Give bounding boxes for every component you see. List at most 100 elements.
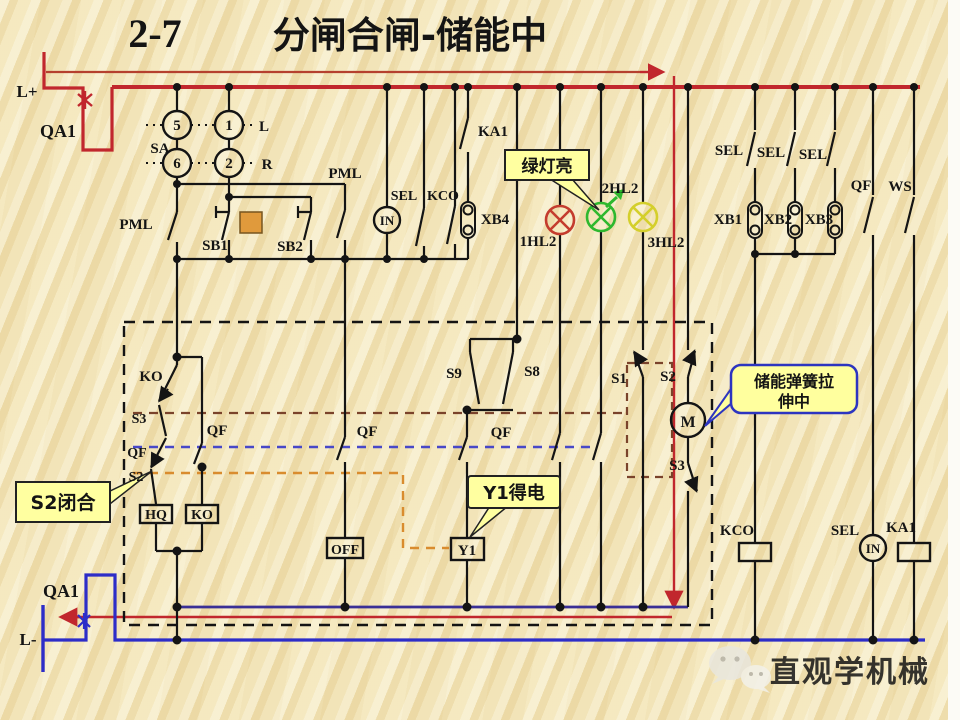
callout-y1-text: Y1得电 — [482, 482, 545, 504]
callout-spring-text-1: 储能弹簧拉 — [753, 372, 834, 391]
sa-contact-6 — [161, 147, 193, 179]
label-qf-c: QF — [491, 425, 512, 441]
sa-contact-1 — [213, 109, 245, 141]
annotation-lines — [122, 320, 714, 627]
label-qa1-top: QA1 — [40, 121, 76, 141]
callout-spring-stretching: 储能弹簧拉 伸中 — [704, 363, 859, 427]
label-coil-y1: Y1 — [458, 543, 476, 559]
indicator-square — [239, 211, 263, 234]
callout-green-text: 绿灯亮 — [522, 156, 573, 177]
label-2hl2: 2HL2 — [602, 181, 639, 197]
label-l-plus: L+ — [16, 82, 37, 101]
label-in-bottom: IN — [866, 541, 881, 556]
label-ws: WS — [888, 179, 911, 195]
watermark-group: 直观学机械 — [709, 646, 930, 693]
label-pml-left: PML — [119, 217, 152, 233]
label-coil-ko: KO — [191, 508, 213, 523]
label-kco-coil: KCO — [720, 523, 754, 539]
coil-off — [325, 536, 365, 560]
junction-dots — [172, 83, 919, 645]
fuse-xb3 — [827, 201, 843, 239]
label-l-minus: L- — [20, 630, 37, 649]
label-qf-b: QF — [357, 424, 378, 440]
label-coil-hq: HQ — [145, 508, 167, 523]
sa-number-2: 2 — [225, 156, 233, 172]
sa-number-1: 1 — [225, 118, 233, 134]
callouts-group: 绿灯亮 S2闭合 Y1得电 储能弹簧拉 伸中 — [15, 149, 859, 538]
negative-bus — [43, 573, 925, 642]
symbol-circles — [161, 109, 888, 563]
sa-number-6: 6 — [173, 156, 181, 172]
label-s3-left: S3 — [132, 412, 147, 427]
slide-number: 2-7 — [128, 11, 181, 56]
coil-kco — [737, 541, 773, 563]
interlock-dashed-box — [122, 320, 714, 627]
label-xb2: XB2 — [764, 212, 792, 228]
label-qf-left: QF — [127, 446, 146, 461]
label-sb1: SB1 — [202, 238, 228, 254]
label-sel-3: SEL — [799, 147, 827, 163]
labels-group: 2-7 分闸合闸-储能中 L+ QA1 QA1 L- SA 5 1 6 2 L … — [16, 11, 916, 649]
watermark-text: 直观学机械 — [770, 655, 930, 690]
label-kco-top: KCO — [427, 189, 459, 204]
slide-title: 分闸合闸-储能中 — [273, 14, 547, 57]
label-ko-contact: KO — [139, 369, 162, 385]
label-s2-right: S2 — [660, 369, 676, 385]
label-coil-off: OFF — [331, 543, 359, 558]
coil-ka1 — [896, 541, 932, 563]
coil-y1 — [449, 536, 486, 562]
contact-blades — [149, 117, 916, 505]
label-s8: S8 — [524, 364, 540, 380]
callout-s2-text: S2闭合 — [31, 491, 97, 514]
right-edge-strip — [948, 0, 960, 720]
label-xb3: XB3 — [805, 212, 833, 228]
sa-number-5: 5 — [173, 118, 181, 134]
label-s9: S9 — [446, 366, 462, 382]
sa-contact-2 — [213, 147, 245, 179]
callout-green-lamp: 绿灯亮 — [504, 149, 600, 211]
label-pos-l: L — [259, 119, 269, 135]
label-s1: S1 — [611, 371, 627, 387]
qa1-bottom-star-icon — [77, 613, 91, 629]
fuse-links — [460, 201, 843, 239]
meter-in-bottom — [858, 533, 888, 563]
sa-contact-5 — [161, 109, 193, 141]
label-pml-right: PML — [328, 166, 361, 182]
label-sb2: SB2 — [277, 239, 303, 255]
label-s2-left: S2 — [129, 470, 144, 485]
motor-circle — [669, 401, 707, 439]
callout-s2-closed: S2闭合 — [15, 470, 153, 523]
wechat-icon — [709, 646, 771, 693]
meter-in-top — [372, 205, 402, 235]
label-1hl2: 1HL2 — [520, 234, 557, 250]
fuse-xb4 — [460, 201, 476, 239]
label-qf-right: QF — [851, 178, 872, 194]
qa1-top-breaker — [42, 52, 114, 152]
coil-ko — [184, 503, 220, 525]
green-lit-arrow-icon — [604, 189, 624, 209]
label-sel-1: SEL — [715, 143, 743, 159]
label-s3-right: S3 — [669, 458, 685, 474]
lamp-1hl2 — [544, 204, 576, 236]
fuse-xb2 — [787, 201, 803, 239]
label-sa: SA — [150, 141, 169, 157]
callout-spring-text-2: 伸中 — [777, 392, 810, 411]
coil-hq — [138, 503, 174, 525]
coil-boxes — [138, 503, 932, 563]
qa1-top-star-icon — [77, 91, 93, 109]
label-qf-a: QF — [207, 423, 228, 439]
lamp-3hl2 — [627, 201, 659, 233]
sa-linkage-dotted — [146, 124, 256, 164]
lamps-group — [544, 189, 659, 236]
callout-y1-energized: Y1得电 — [467, 475, 561, 538]
label-ka1-coil: KA1 — [886, 520, 916, 536]
label-ka1-top: KA1 — [478, 124, 508, 140]
label-motor: M — [680, 414, 695, 431]
label-sel-2: SEL — [757, 145, 785, 161]
label-qa1-bottom: QA1 — [43, 581, 79, 601]
lamp-2hl2 — [585, 201, 617, 233]
label-in-top: IN — [380, 213, 395, 228]
label-3hl2: 3HL2 — [648, 235, 685, 251]
